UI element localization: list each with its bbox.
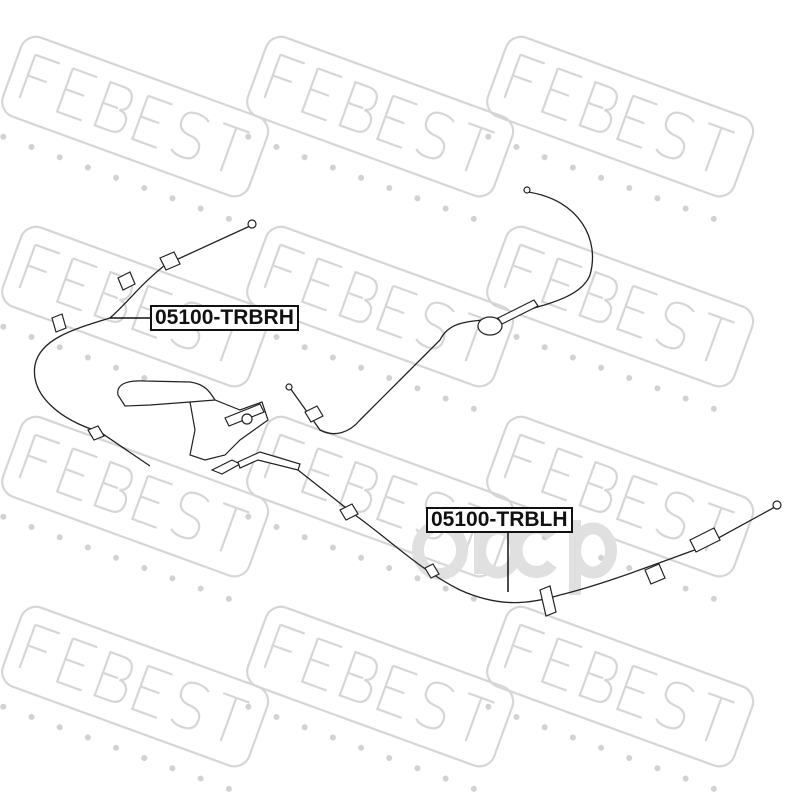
febest-watermark [485,605,755,792]
febest-watermark [245,35,515,222]
febest-watermark [0,415,270,602]
febest-watermark [485,35,755,222]
febest-watermark [245,605,515,792]
febest-watermark [0,605,270,792]
cable-rh [33,219,257,467]
cable-lh [210,451,782,617]
febest-watermark [485,225,755,412]
part-label-05100-trblh[interactable]: 05100-TRBLH [426,507,573,533]
part-label-05100-trbrh[interactable]: 05100-TRBRH [150,305,299,331]
febest-watermark [485,415,755,602]
parking-brake-lever [117,380,269,461]
febest-watermark [0,35,270,222]
cable-center [285,186,594,435]
